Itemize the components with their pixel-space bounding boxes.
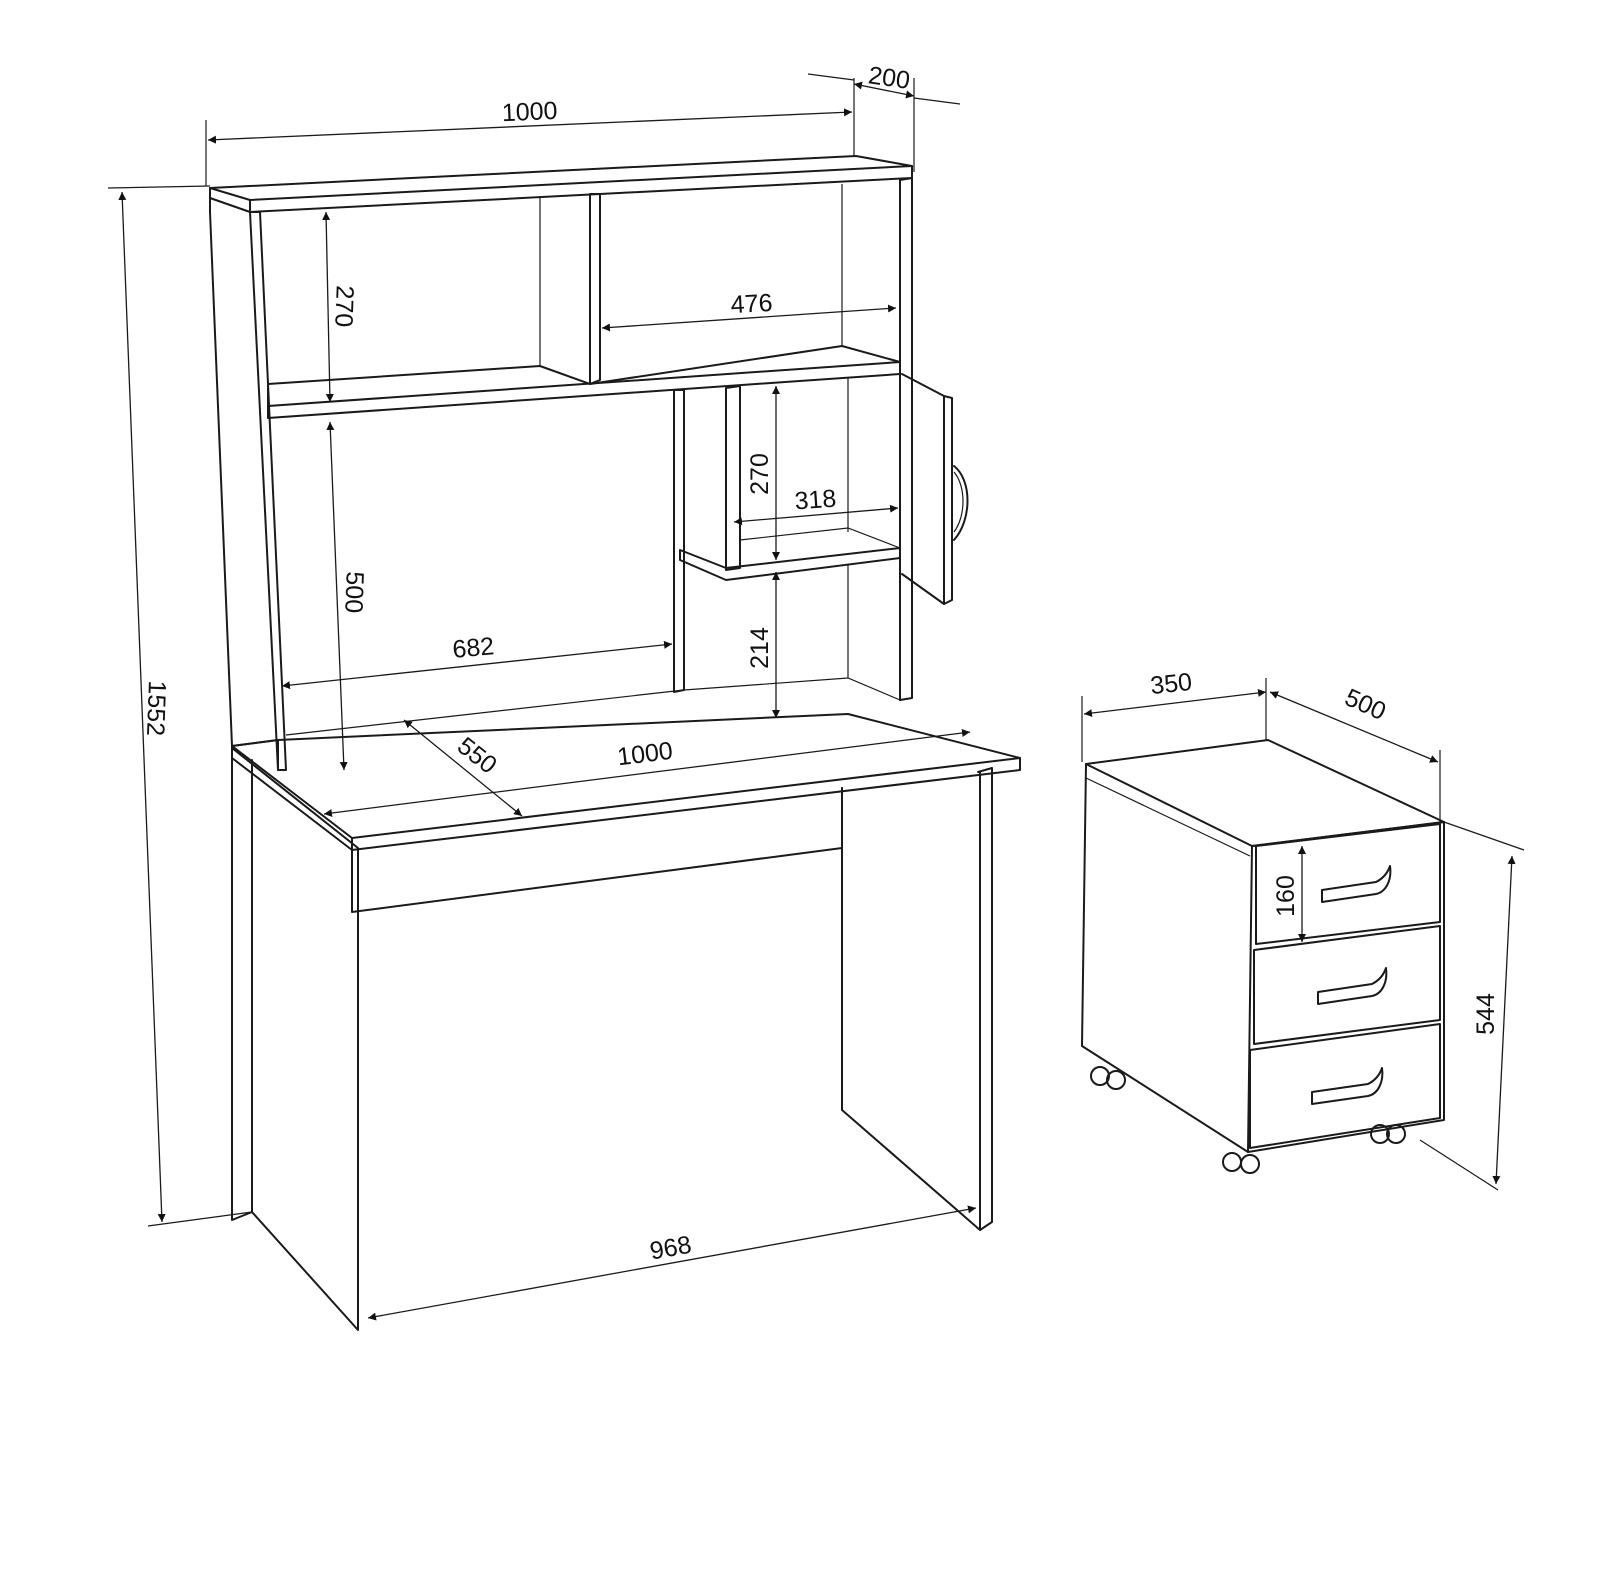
dim-line-legroom-width <box>367 1205 977 1321</box>
hutch-main-shelf <box>267 345 901 419</box>
dim-upper-shelf-height-label: 270 <box>329 285 358 328</box>
dim-hutch-depth-label: 200 <box>867 61 912 95</box>
dim-pedestal-depth-label: 500 <box>1341 683 1391 726</box>
dim-line-desk-width <box>323 729 971 817</box>
dim-cubby-clearance-label: 214 <box>746 627 774 669</box>
dim-line-pedestal-height <box>1492 855 1516 1185</box>
dim-line-pedestal-width <box>1083 688 1267 718</box>
dim-desk-depth-label: 550 <box>452 732 502 780</box>
dimension-labels: 1000 200 1552 270 476 500 682 270 318 21… <box>141 61 1500 1265</box>
dim-cubby-width-label: 318 <box>794 485 838 516</box>
desk-left-leg <box>231 747 359 1331</box>
desk-apron <box>351 787 843 913</box>
dim-pedestal-height-label: 544 <box>1472 993 1500 1035</box>
dim-pedestal-width-label: 350 <box>1149 668 1193 700</box>
caster-wheels <box>1090 1066 1406 1174</box>
drawer-handle-icon <box>1311 1067 1384 1105</box>
dim-line-total-height <box>118 191 166 1223</box>
dimension-lines <box>118 81 1516 1321</box>
dim-line-hutch-width <box>207 108 853 144</box>
desk <box>231 713 1021 1331</box>
dim-cubby-height-label: 270 <box>746 453 774 495</box>
dim-line-cubby-width <box>733 504 899 526</box>
dim-niche-width-label: 682 <box>451 632 495 664</box>
hutch-cubby-divider <box>673 389 685 693</box>
dim-line-niche-width <box>281 640 673 690</box>
desk-top <box>231 713 1021 851</box>
drawer-pedestal <box>1081 739 1445 1174</box>
drawer-handle-icon <box>1321 865 1392 903</box>
dim-line-niche-height <box>326 421 348 771</box>
hutch-right-panel <box>899 177 913 701</box>
drawer-top <box>1255 823 1441 945</box>
drawer-bottom <box>1249 1023 1441 1149</box>
dim-hutch-width-label: 1000 <box>501 97 558 127</box>
desk-right-leg <box>977 767 993 1231</box>
dim-line-pedestal-depth <box>1269 691 1439 763</box>
drawer-handle-icon <box>1317 967 1388 1005</box>
hutch-upper-divider <box>589 193 601 385</box>
dim-drawer-height-label: 160 <box>1272 875 1300 917</box>
dim-line-hutch-depth <box>853 81 915 99</box>
door-handle-icon <box>953 465 969 541</box>
extension-lines <box>107 73 1525 1227</box>
dim-niche-height-label: 500 <box>339 571 368 614</box>
pedestal-side <box>1081 763 1253 1153</box>
dim-line-upper-right-width <box>601 304 897 332</box>
hutch <box>209 155 969 771</box>
dim-total-height-label: 1552 <box>141 680 171 737</box>
dim-line-upper-shelf-height <box>322 211 334 403</box>
hutch-door <box>901 373 953 605</box>
dim-upper-right-width-label: 476 <box>730 289 773 319</box>
dim-desk-width-label: 1000 <box>616 737 675 772</box>
hutch-cubby-shelf <box>679 547 901 581</box>
drawer-middle <box>1253 925 1441 1045</box>
